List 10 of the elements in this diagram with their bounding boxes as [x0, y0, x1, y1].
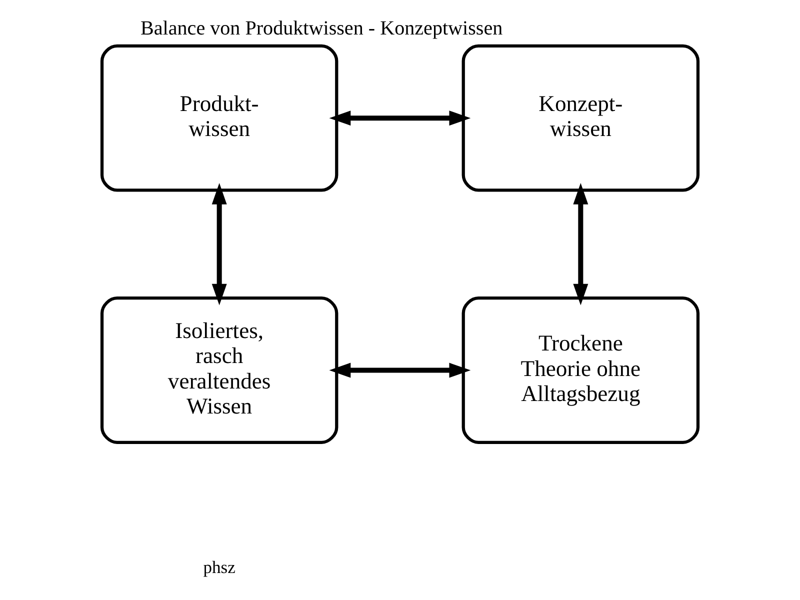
arrow: [573, 182, 588, 306]
arrow: [329, 110, 471, 126]
arrow: [329, 362, 471, 378]
node-box: Isoliertes, rasch veraltendes Wissen: [100, 296, 338, 444]
node-box: Konzept- wissen: [462, 44, 700, 192]
node-box: Trockene Theorie ohne Alltagsbezug: [462, 296, 700, 444]
node-box: Produkt- wissen: [100, 44, 338, 192]
arrow: [212, 182, 227, 306]
diagram-title: Balance von Produktwissen - Konzeptwissen: [140, 17, 503, 40]
label: phsz: [203, 557, 236, 578]
